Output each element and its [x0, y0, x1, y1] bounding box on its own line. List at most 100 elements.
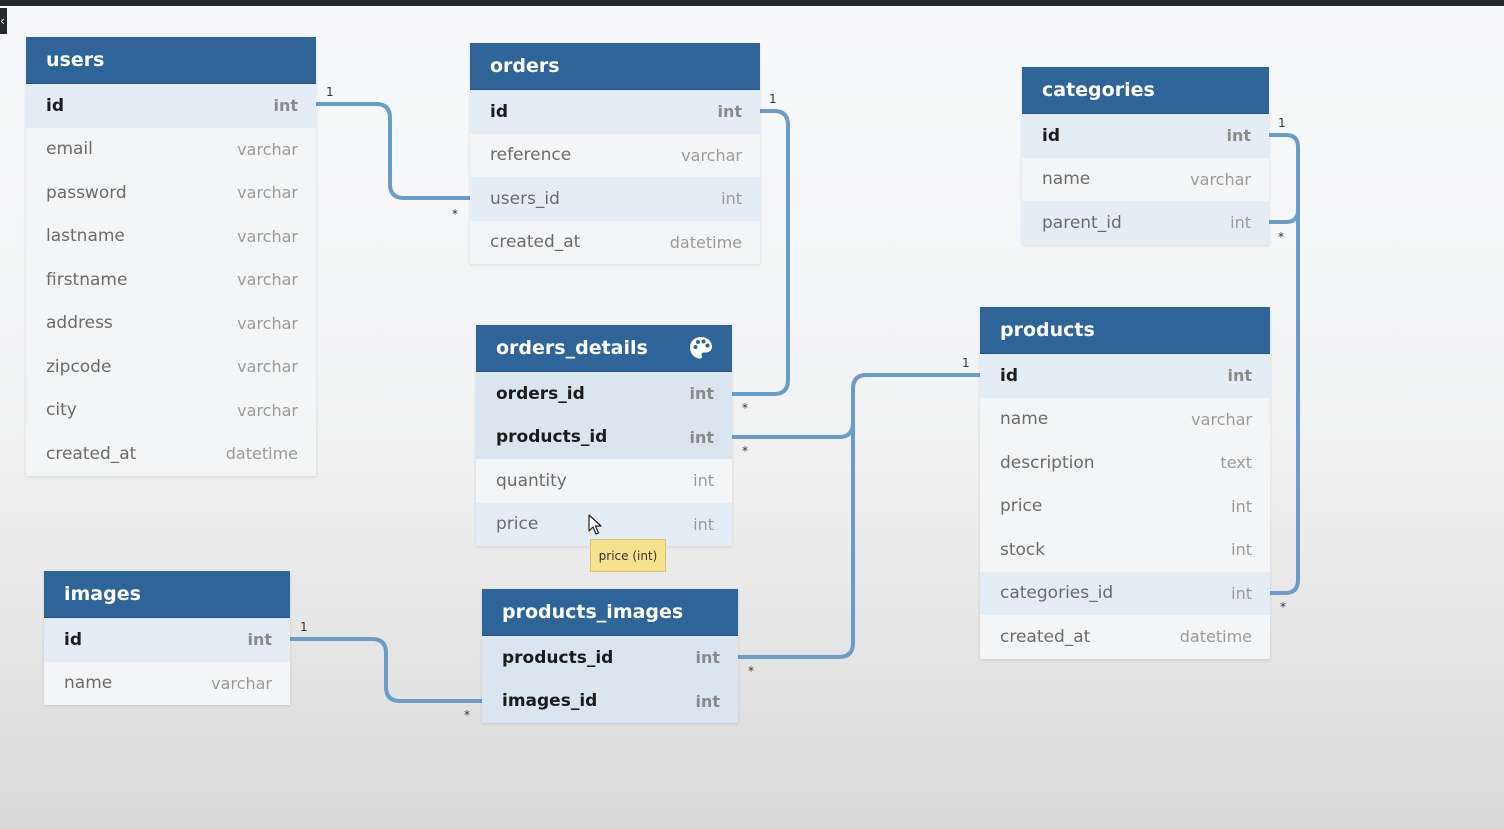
collapse-tab-icon[interactable]: ‹: [0, 8, 7, 34]
table-header[interactable]: products: [980, 307, 1270, 354]
column-type: int: [695, 691, 720, 711]
palette-icon[interactable]: [688, 335, 714, 361]
column-type: int: [1231, 540, 1252, 560]
link-one-label: 1: [962, 356, 970, 370]
column-name: id: [1042, 125, 1060, 146]
link-many-label: *: [748, 664, 754, 678]
column-name: stock: [1000, 539, 1046, 560]
column-tooltip: price (int): [590, 539, 666, 572]
column-name: id: [64, 629, 82, 650]
column-name: created_at: [46, 443, 137, 464]
column-name: users_id: [490, 188, 560, 209]
column-name: orders_id: [496, 383, 585, 404]
column-name: password: [46, 182, 127, 203]
column-name: zipcode: [46, 356, 112, 377]
column-name: id: [1000, 365, 1018, 386]
column-name: id: [490, 101, 508, 122]
table-title: orders: [490, 55, 560, 77]
column-type: varchar: [237, 139, 298, 159]
link-many-label: *: [742, 401, 748, 415]
column-name: email: [46, 139, 93, 160]
column-type: int: [1227, 366, 1252, 386]
link-many-label: *: [464, 708, 470, 722]
table-title: products_images: [502, 601, 684, 623]
table-title: users: [46, 49, 105, 71]
column-name: name: [1042, 169, 1091, 190]
table-row[interactable]: images_id int: [482, 679, 738, 723]
cursor-arrow-icon: [588, 514, 602, 535]
table-header[interactable]: products_images: [482, 589, 738, 636]
column-name: products_id: [496, 427, 608, 448]
column-name: created_at: [490, 232, 581, 253]
column-type: datetime: [225, 444, 298, 464]
link-images-products-images: [290, 637, 482, 703]
table-row[interactable]: name varchar: [44, 661, 290, 705]
column-type: varchar: [1191, 409, 1252, 429]
table-header[interactable]: images: [44, 571, 290, 618]
column-type: varchar: [237, 400, 298, 420]
table-row[interactable]: firstname varchar: [26, 258, 316, 302]
table-header[interactable]: orders_details: [476, 325, 732, 372]
table-header[interactable]: orders: [470, 43, 760, 90]
table-header[interactable]: categories: [1022, 67, 1269, 114]
column-type: varchar: [211, 673, 272, 693]
column-name: categories_id: [1000, 583, 1114, 604]
column-name: address: [46, 313, 113, 334]
column-type: int: [273, 96, 298, 116]
table-row[interactable]: id int: [980, 354, 1270, 398]
column-name: description: [1000, 452, 1095, 473]
column-type: int: [693, 514, 714, 534]
column-name: quantity: [496, 470, 567, 491]
column-name: images_id: [502, 691, 598, 712]
link-products-products-images: [738, 420, 855, 659]
table-title: products: [1000, 319, 1095, 341]
table-row[interactable]: city varchar: [26, 388, 316, 432]
table-title: categories: [1042, 79, 1155, 101]
column-name: city: [46, 400, 77, 421]
window-top-bar: [0, 0, 1504, 6]
link-users-orders: [316, 102, 470, 200]
column-type: varchar: [237, 270, 298, 290]
table-row[interactable]: email varchar: [26, 127, 316, 171]
link-one-label: 1: [300, 620, 308, 634]
column-type: datetime: [1179, 627, 1252, 647]
link-many-label: *: [1278, 230, 1284, 244]
column-name: firstname: [46, 269, 128, 290]
column-name: price: [1000, 496, 1043, 517]
link-many-label: *: [742, 444, 748, 458]
table-row[interactable]: stock int: [980, 528, 1270, 572]
table-row[interactable]: created_at datetime: [26, 432, 316, 476]
table-header[interactable]: users: [26, 37, 316, 84]
column-name: name: [64, 673, 113, 694]
